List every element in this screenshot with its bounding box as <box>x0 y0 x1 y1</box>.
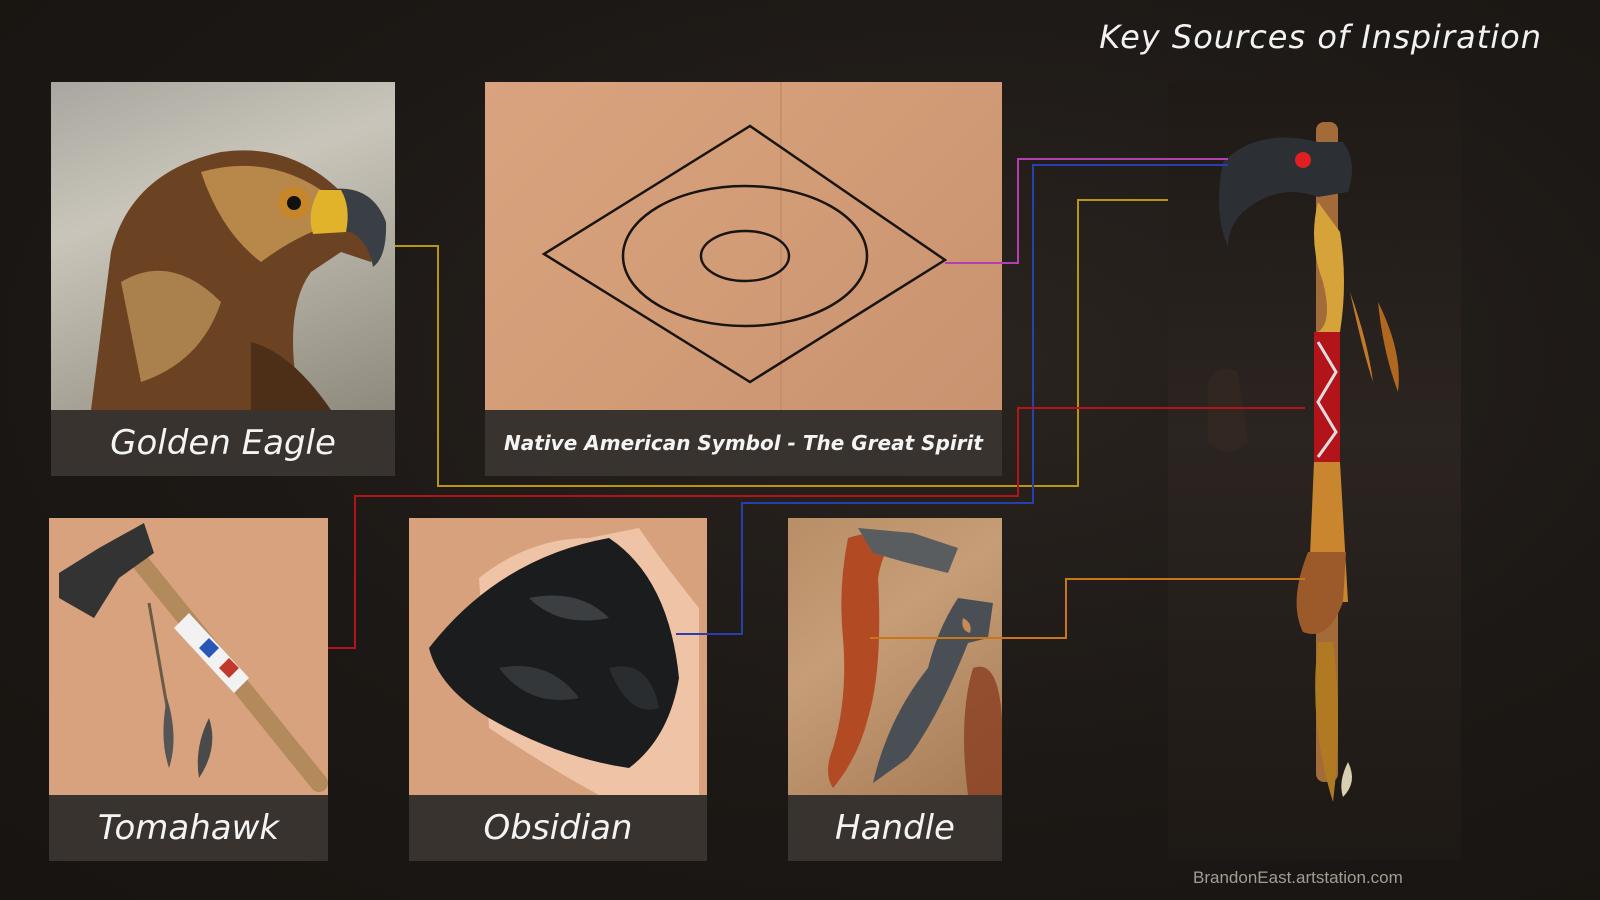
tomahawk-connector <box>328 407 1305 649</box>
tomahawk-card: Tomahawk <box>49 518 328 861</box>
obsidian-card: Obsidian <box>409 518 707 861</box>
symbol-label: Native American Symbol - The Great Spiri… <box>504 431 983 455</box>
symbol-card: Native American Symbol - The Great Spiri… <box>485 82 1002 476</box>
obsidian-connector <box>676 164 1228 635</box>
handle-label: Handle <box>835 808 955 848</box>
eagle-photo <box>51 82 395 410</box>
artstation-credit: BrandonEast.artstation.com <box>1193 868 1403 887</box>
eagle-connector <box>395 199 1168 487</box>
eagle-label: Golden Eagle <box>110 423 336 463</box>
tomahawk-label: Tomahawk <box>97 808 280 848</box>
obsidian-photo <box>409 518 707 795</box>
tomahawk-concept-render <box>1168 82 1461 860</box>
handle-connector <box>870 578 1305 639</box>
symbol-connector <box>945 158 1228 264</box>
handle-card: Handle <box>788 518 1002 861</box>
handle-photo <box>788 518 1002 795</box>
page-title: Key Sources of Inspiration <box>1099 18 1542 56</box>
obsidian-label: Obsidian <box>483 808 633 848</box>
symbol-drawing <box>485 82 1002 410</box>
eagle-card: Golden Eagle <box>51 82 395 476</box>
tomahawk-photo <box>49 518 328 795</box>
